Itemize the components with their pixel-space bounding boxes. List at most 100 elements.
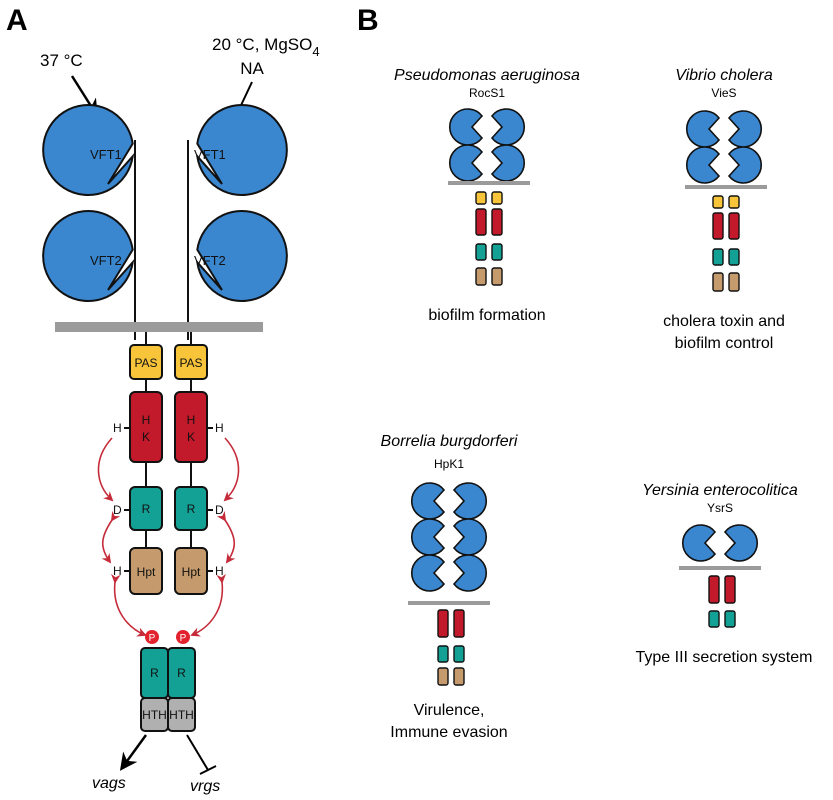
vft2-right-label: VFT2 — [194, 253, 226, 268]
hpk1-rec-r — [453, 645, 465, 663]
hk-right-label-k: K — [187, 430, 195, 444]
vies-rec-r — [728, 248, 740, 266]
vft1-right-domain — [195, 104, 288, 196]
ysrs-diagram — [679, 524, 761, 628]
phospho-left-label: P — [149, 633, 156, 644]
hpk1-vft-1l — [410, 482, 446, 520]
protein-rocs1: RocS1 — [469, 86, 505, 100]
rocs1-vft-1r — [490, 108, 526, 146]
rr-left-label: R — [150, 666, 159, 680]
hpk1-vft-2l — [410, 518, 446, 556]
stimulus-activating: 37 °C — [40, 51, 83, 70]
transfer-arrow-hpt-rr-left — [111, 573, 147, 637]
vft1-left-domain — [42, 104, 135, 196]
rocs1-membrane — [448, 181, 530, 185]
hpk1-vft-1r — [452, 482, 488, 520]
his-left-label: H — [113, 421, 122, 435]
his2-left-label: H — [113, 564, 122, 578]
hpk1-vft-2r — [452, 518, 488, 556]
vies-vft-2l — [685, 146, 721, 184]
vies-diagram — [685, 110, 767, 292]
his2-right-label: H — [215, 564, 224, 578]
hpk1-vft-3l — [410, 554, 446, 592]
vft1-left-label: VFT1 — [90, 147, 122, 162]
rec-right-label: R — [187, 502, 196, 516]
vft2-right-domain — [195, 210, 288, 302]
pas-left-label: PAS — [134, 356, 157, 370]
function-ysrs: Type III secretion system — [636, 649, 813, 666]
panel-b-letter: B — [357, 4, 379, 37]
rr-right-label: R — [177, 666, 186, 680]
vags-arrow — [119, 734, 148, 771]
rocs1-hk-l — [475, 208, 487, 236]
hk-left-label-k: K — [142, 430, 150, 444]
ysrs-vft-1l — [681, 524, 717, 562]
vies-rec-l — [712, 248, 724, 266]
hk-left-domain — [129, 391, 163, 463]
function-hpk1-line1: Virulence, — [414, 702, 485, 719]
his-right-label: H — [215, 421, 224, 435]
rocs1-hk-r — [491, 208, 503, 236]
rocs1-rec-l — [475, 243, 487, 261]
hpk1-hpt-l — [437, 667, 449, 686]
function-hpk1-line2: Immune evasion — [390, 724, 507, 741]
vies-hpt-l — [712, 272, 724, 292]
asp-left-label: D — [113, 503, 122, 517]
phospho-left-badge — [145, 630, 159, 644]
vrgs-bar — [199, 765, 217, 775]
function-rocs1: biofilm formation — [428, 307, 545, 324]
panel-a-letter: A — [6, 4, 28, 37]
vies-hpt-r — [728, 272, 740, 292]
vrgs-label: vrgs — [190, 778, 220, 795]
ysrs-hk-r — [724, 575, 736, 604]
hpk1-vft-3r — [452, 554, 488, 592]
hth-right-domain — [167, 697, 196, 732]
species-yersinia: Yersinia enterocolitica — [642, 482, 798, 499]
vies-membrane — [685, 185, 767, 189]
vft2-left-domain — [42, 210, 135, 302]
vies-vft-2r — [727, 146, 763, 184]
hpk1-hk-l — [437, 609, 449, 638]
rocs1-pas-r — [491, 191, 503, 205]
vft1-right-label: VFT1 — [194, 147, 226, 162]
vies-vft-1l — [685, 110, 721, 148]
hpk1-hk-r — [453, 609, 465, 638]
protein-hpk1: HpK1 — [434, 457, 464, 471]
transfer-arrow-hpt-rr-right — [190, 573, 226, 637]
function-vies-line1: cholera toxin and — [663, 313, 785, 330]
function-vies-line2: biofilm control — [675, 335, 774, 352]
phospho-right-badge — [176, 630, 190, 644]
hpk1-rec-l — [437, 645, 449, 663]
rocs1-vft-1l — [448, 108, 484, 146]
hk-right-domain — [174, 391, 208, 463]
hk-left-label-h: H — [142, 413, 151, 427]
vies-pas-r — [728, 195, 740, 209]
species-pseudomonas: Pseudomonas aeruginosa — [394, 67, 580, 84]
hpk1-membrane — [408, 601, 490, 605]
transfer-arrow-rec-hpt-right — [216, 510, 236, 564]
vies-pas-l — [712, 195, 724, 209]
transfer-arrow-rec-hpt-left — [101, 510, 121, 564]
rocs1-hpt-r — [491, 267, 503, 286]
vags-label: vags — [92, 775, 126, 792]
hth-left-label: HTH — [142, 708, 167, 722]
rocs1-vft-2r — [490, 144, 526, 182]
pas-right-label: PAS — [179, 356, 202, 370]
vrgs-line — [186, 734, 209, 771]
hpk1-hpt-r — [453, 667, 465, 686]
rocs1-diagram — [448, 108, 530, 286]
transfer-arrow-hk-rec-right — [223, 437, 240, 502]
rocs1-vft-2l — [448, 144, 484, 182]
rocs1-pas-l — [475, 191, 487, 205]
stimulus-inhibiting-line1: 20 °C, MgSO4 — [212, 35, 320, 59]
vies-vft-1r — [727, 110, 763, 148]
protein-vies: VieS — [711, 86, 736, 100]
hpt-left-label: Hpt — [137, 565, 156, 579]
rocs1-rec-r — [491, 243, 503, 261]
species-borrelia: Borrelia burgdorferi — [381, 433, 518, 450]
vies-hk-l — [712, 212, 724, 240]
membrane-a — [55, 322, 263, 332]
hpt-right-label: Hpt — [182, 565, 201, 579]
ysrs-rec-r — [724, 610, 736, 628]
